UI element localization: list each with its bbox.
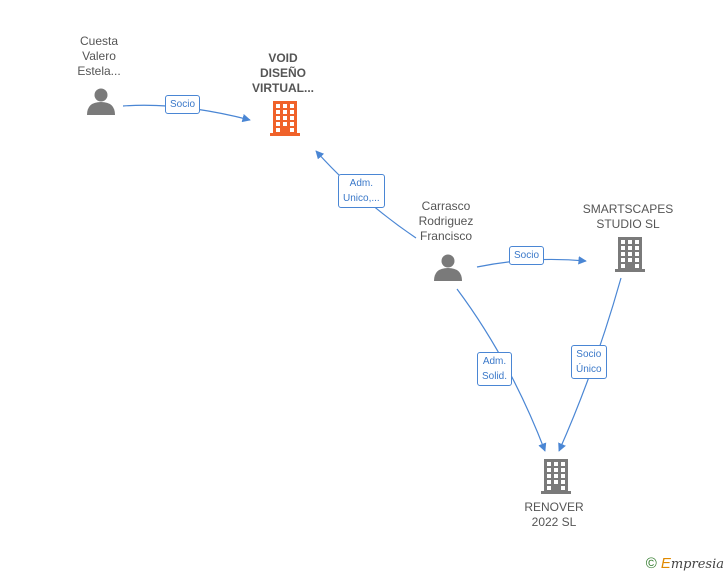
brand-initial: E [660, 555, 671, 572]
node-label-line: 2022 SL [531, 515, 577, 529]
node-cuesta-person-icon[interactable] [87, 88, 115, 116]
footer-brand: ©Empresia [646, 555, 724, 572]
node-void-building-icon[interactable] [270, 101, 300, 136]
node-label-line: VOID [268, 51, 298, 65]
node-label-line: SMARTSCAPES [582, 202, 674, 216]
node-label-line: Carrasco [421, 199, 471, 213]
node-smartscapes-building-icon[interactable] [615, 237, 645, 272]
node-label-line: DISEÑO [259, 66, 306, 80]
node-label-line: Cuesta [79, 34, 119, 48]
edge-label-carrasco-to-renover[interactable]: Adm. Solid. [477, 352, 513, 386]
node-label-line: Francisco [419, 229, 472, 243]
edge-label-line: Adm. [482, 356, 507, 367]
node-label-line: Estela... [77, 64, 121, 78]
edge-label-line: Adm. [349, 178, 374, 189]
brand-name: mpresia [670, 557, 724, 572]
node-label-line: Rodriguez [418, 214, 474, 228]
edge-label-cuesta-to-void[interactable]: Socio [165, 95, 201, 114]
node-label-line: VIRTUAL... [252, 81, 314, 95]
node-carrasco-person-icon[interactable] [434, 254, 462, 282]
edge-label-line: Socio [576, 349, 602, 360]
edge-label-line: Solid. [482, 371, 508, 382]
edges [122, 104, 622, 452]
edge-label-carrasco-to-smartscapes[interactable]: Socio [509, 246, 545, 265]
node-label-line: STUDIO SL [596, 217, 660, 231]
edge-label-line: Único [576, 364, 602, 375]
edge-label-carrasco-to-void[interactable]: Adm. Unico,... [338, 174, 385, 208]
edge-label-line: Unico,... [343, 193, 380, 204]
node-label-line: RENOVER [524, 500, 584, 514]
node-icons [87, 88, 645, 494]
edge-label-line: Socio [514, 250, 540, 261]
copyright-symbol: © [645, 555, 657, 572]
node-renover-building-icon[interactable] [541, 459, 571, 494]
node-label-line: Valero [82, 49, 116, 63]
edge-label-line: Socio [170, 99, 196, 110]
